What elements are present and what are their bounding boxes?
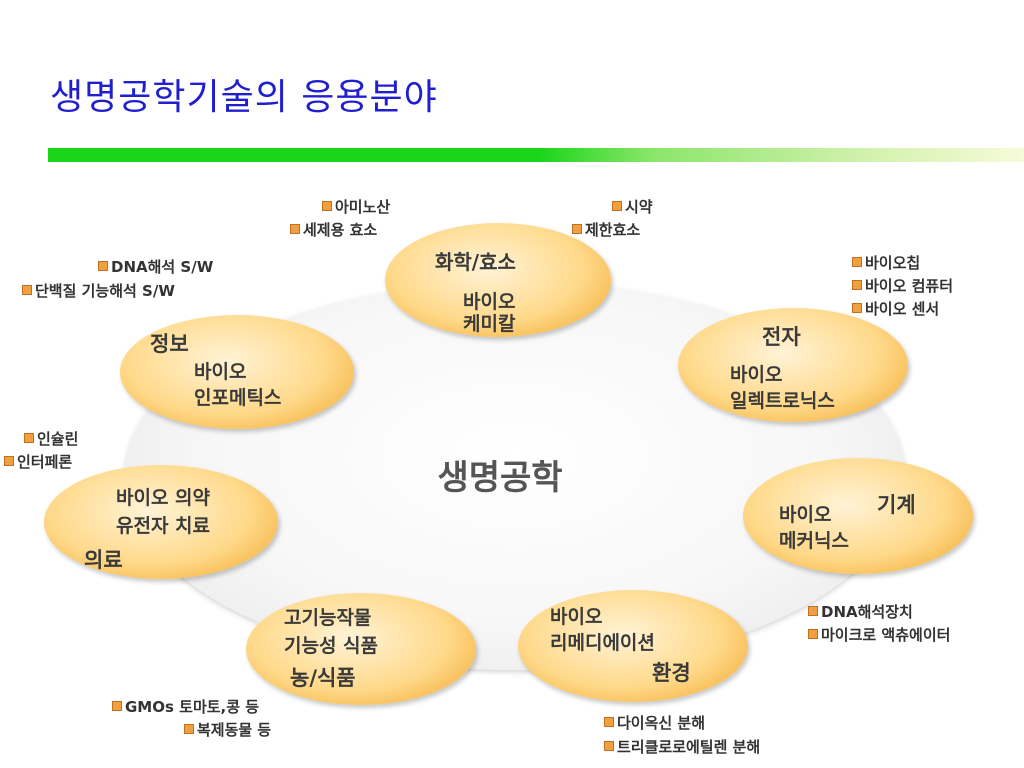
label-machine-2: 마이크로 액츄에이터 [808,624,950,645]
node-electronics-name: 전자 [762,325,801,349]
node-chemistry-line2: 케미칼 [463,313,516,335]
center-label: 생명공학 [437,458,563,498]
label-medical-1: 인슐린 [24,428,78,449]
label-env-2: 트리클로로에틸렌 분해 [604,736,760,757]
node-medical-line2: 유전자 치료 [116,515,211,537]
title-underline-bar [48,148,1024,162]
node-info-line2: 인포메틱스 [194,387,282,409]
bullet-icon [4,456,14,466]
node-info-line1: 바이오 [194,361,247,383]
node-electronics-line1: 바이오 [730,364,783,386]
bullet-icon [612,201,622,211]
node-medical: 바이오 의약 유전자 치료 의료 [44,465,278,579]
node-env-name: 환경 [652,661,691,685]
bullet-icon [112,701,122,711]
label-info-1: DNA해석 S/W [98,256,213,277]
node-agri-line2: 기능성 식품 [284,635,379,657]
node-machine-line2: 메커닉스 [779,530,849,552]
page-title: 생명공학기술의 응용분야 [50,77,438,118]
node-agri-line1: 고기능작물 [284,607,372,629]
node-machine-line1: 바이오 [779,504,832,526]
node-agri-name: 농/식품 [290,666,356,690]
label-env-1: 다이옥신 분해 [604,712,705,733]
node-medical-name: 의료 [84,548,123,572]
label-chemistry-right-2: 제한효소 [572,219,640,240]
node-medical-line1: 바이오 의약 [116,487,211,509]
node-env: 바이오 리메디에이션 환경 [518,590,748,702]
node-electronics: 전자 바이오 일렉트로닉스 [678,308,908,422]
label-chemistry-left-1: 아미노산 [322,196,390,217]
bullet-icon [852,257,862,267]
bullet-icon [852,280,862,290]
label-electronics-1: 바이오칩 [852,252,920,273]
node-env-line2: 리메디에이션 [550,632,655,654]
label-agri-2: 복제동물 등 [184,719,271,740]
label-electronics-2: 바이오 컴퓨터 [852,275,953,296]
node-chemistry: 화학/효소 바이오 케미칼 [385,223,611,337]
node-chemistry-name: 화학/효소 [435,250,516,274]
label-electronics-3: 바이오 센서 [852,298,939,319]
node-info: 정보 바이오 인포메틱스 [120,315,354,429]
node-machine: 기계 바이오 메커닉스 [743,458,973,574]
label-medical-2: 인터페론 [4,451,72,472]
bullet-icon [322,201,332,211]
bullet-icon [184,724,194,734]
node-agri: 고기능작물 기능성 식품 농/식품 [246,593,476,705]
bullet-icon [808,629,818,639]
node-env-line1: 바이오 [550,606,603,628]
label-info-2: 단백질 기능해석 S/W [22,280,175,301]
bullet-icon [22,285,32,295]
label-chemistry-right-1: 시약 [612,196,653,217]
bullet-icon [604,741,614,751]
node-info-name: 정보 [150,332,189,356]
node-chemistry-line1: 바이오 [463,291,516,313]
bullet-icon [852,303,862,313]
label-chemistry-left-2: 세제용 효소 [290,219,377,240]
bullet-icon [24,433,34,443]
bullet-icon [290,224,300,234]
bullet-icon [572,224,582,234]
node-machine-name: 기계 [877,493,916,517]
bullet-icon [604,717,614,727]
bullet-icon [98,261,108,271]
bullet-icon [808,606,818,616]
node-electronics-line2: 일렉트로닉스 [730,390,835,412]
label-agri-1: GMOs 토마토,콩 등 [112,696,259,717]
label-machine-1: DNA해석장치 [808,601,913,622]
